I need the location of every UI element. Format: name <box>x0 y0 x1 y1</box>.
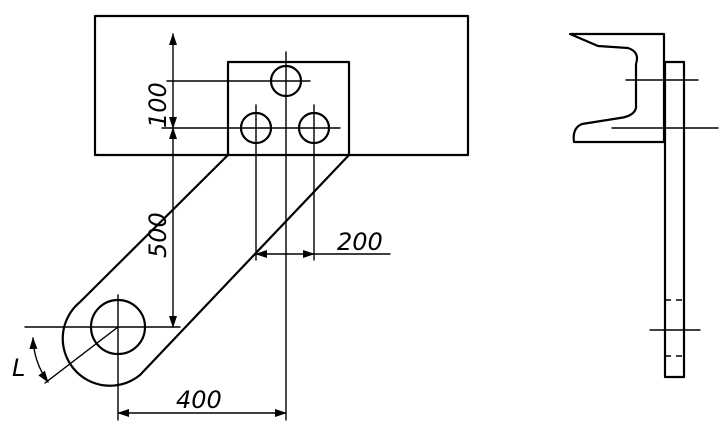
side-view-flange <box>568 32 666 144</box>
side-view-bar <box>663 60 686 379</box>
dim-length-label: L <box>12 354 25 382</box>
base-plate <box>93 14 470 157</box>
bracket-plate <box>226 60 351 157</box>
dim-horizontal-offset: 400 <box>176 386 222 414</box>
dim-vertical-drop: 500 <box>144 212 172 258</box>
dim-vertical-spacing: 100 <box>144 82 172 128</box>
dim-horizontal-spacing: 200 <box>337 228 383 256</box>
arm-link <box>61 153 351 387</box>
angle-leg <box>44 326 119 384</box>
angle-arc <box>29 337 49 383</box>
